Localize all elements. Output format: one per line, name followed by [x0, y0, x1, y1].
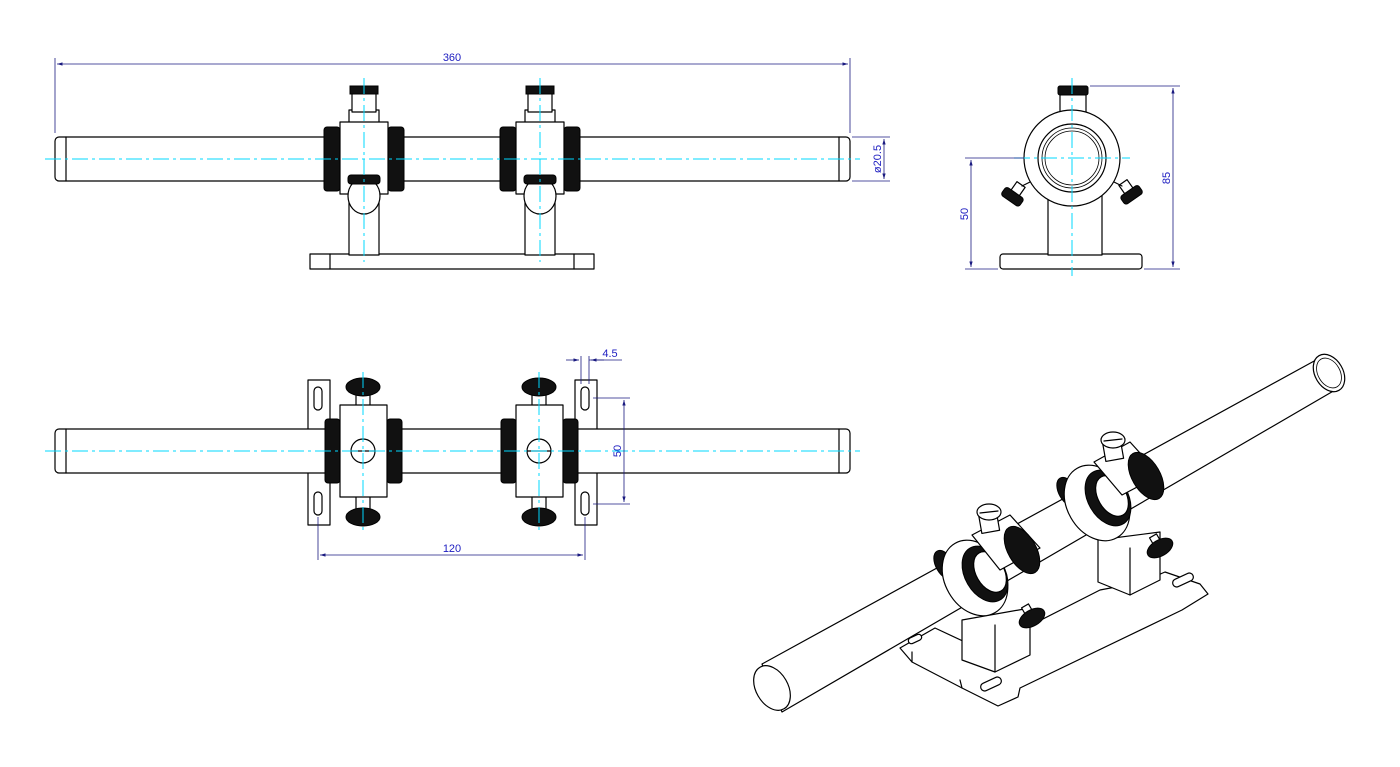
dim-base-slot-spacing: 50 — [612, 445, 624, 457]
dim-side-axis-height: 50 — [959, 208, 971, 220]
dim-rod-diameter: ø20.5 — [872, 145, 884, 173]
iso-knob-front — [1018, 603, 1046, 629]
side-view: 85 50 — [959, 78, 1180, 276]
dim-hole-spacing: 120 — [443, 543, 461, 555]
top-view: 4.5 50 120 — [45, 348, 860, 560]
side-knob-left — [1001, 181, 1026, 207]
dim-slot-width: 4.5 — [602, 348, 617, 360]
dim-side-height-total: 85 — [1161, 172, 1173, 184]
top-holder-left — [324, 377, 403, 527]
isometric-view — [753, 353, 1346, 713]
iso-holder-front — [933, 503, 1046, 629]
side-knob-right — [1118, 179, 1143, 205]
iso-holder-back — [1056, 431, 1174, 559]
dim-overall-length: 360 — [443, 52, 461, 64]
iso-knob-back — [1146, 533, 1174, 559]
front-view: 360 ø20.5 — [45, 52, 890, 270]
